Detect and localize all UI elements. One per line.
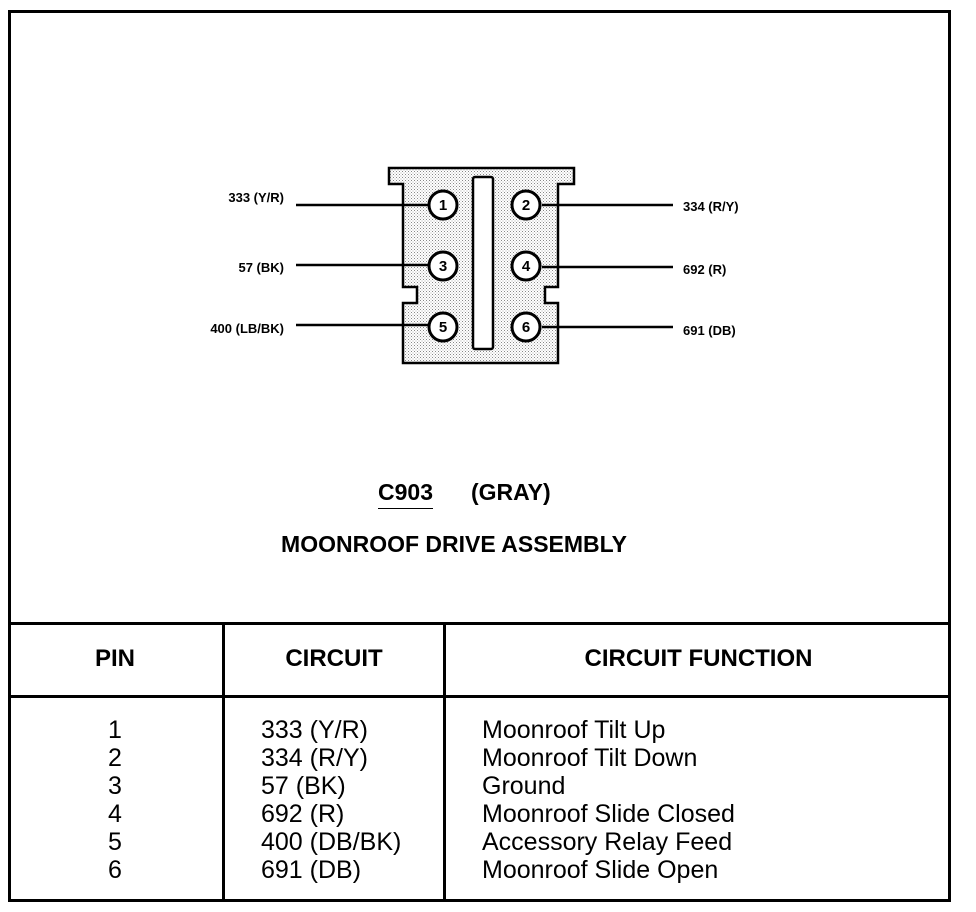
pin-1-circle (427, 189, 459, 221)
circuit-cell: 334 (R/Y) (261, 744, 368, 772)
pin-1-number: 1 (439, 197, 447, 214)
header-circuit-function: CIRCUIT FUNCTION (584, 645, 813, 672)
wire-label-pin-2: 334 (R/Y) (683, 199, 739, 214)
pin-cell: 5 (108, 828, 122, 856)
pin-cell: 4 (108, 800, 122, 828)
pin-3-circle (427, 250, 459, 282)
pin-3-number: 3 (439, 258, 447, 275)
connector-id: C903 (378, 479, 433, 509)
table-col-divider-1 (222, 622, 225, 902)
pin-4-circle (510, 250, 542, 282)
table-col-divider-2 (443, 622, 446, 902)
header-pin: PIN (94, 645, 135, 672)
function-cell: Ground (482, 772, 566, 800)
connector-id-text: C903 (378, 479, 433, 509)
function-cell: Accessory Relay Feed (482, 828, 733, 856)
wire-label-pin-4: 692 (R) (683, 262, 726, 277)
pin-4-number: 4 (522, 258, 531, 275)
pin-cell: 3 (108, 772, 122, 800)
pin-6-circle (510, 311, 542, 343)
function-cell: Moonroof Tilt Up (482, 716, 666, 744)
pin-cell: 1 (108, 716, 122, 744)
header-circuit: CIRCUIT (285, 645, 383, 672)
connector-color: (GRAY) (471, 479, 551, 505)
circuit-cell: 333 (Y/R) (261, 716, 368, 744)
circuit-cell: 692 (R) (261, 800, 345, 828)
function-column: Moonroof Tilt Up Moonroof Tilt Down Grou… (482, 716, 735, 884)
pin-table: PIN CIRCUIT CIRCUIT FUNCTION 1 2 3 4 5 6… (8, 622, 951, 902)
pin-6-number: 6 (522, 319, 530, 336)
pin-column: 1 2 3 4 5 6 (8, 716, 222, 884)
circuit-cell: 691 (DB) (261, 856, 362, 884)
table-header-divider (8, 695, 951, 698)
pin-cell: 2 (108, 744, 122, 772)
circuit-cell: 400 (DB/BK) (261, 828, 402, 856)
pin-5-number: 5 (439, 319, 447, 336)
pin-2-number: 2 (522, 197, 530, 214)
circuit-cell: 57 (BK) (261, 772, 346, 800)
connector-diagram: 1 3 5 2 4 6 333 (Y/R) 57 (BK) 400 (LB/BK… (210, 166, 739, 365)
wire-label-pin-5: 400 (LB/BK) (210, 321, 284, 336)
function-cell: Moonroof Slide Closed (482, 800, 735, 828)
table-top-border (8, 622, 951, 625)
wire-label-pin-6: 691 (DB) (683, 323, 736, 338)
pin-cell: 6 (108, 856, 122, 884)
circuit-column: 333 (Y/R) 334 (R/Y) 57 (BK) 692 (R) 400 … (261, 716, 401, 884)
connector-key-slot (471, 175, 495, 351)
connector-name: MOONROOF DRIVE ASSEMBLY (281, 531, 627, 557)
diagram-frame (8, 10, 951, 902)
pin-5-circle (427, 311, 459, 343)
wire-label-pin-1: 333 (Y/R) (228, 190, 284, 205)
pin-2-circle (510, 189, 542, 221)
wire-label-pin-3: 57 (BK) (238, 260, 284, 275)
function-cell: Moonroof Slide Open (482, 856, 719, 884)
function-cell: Moonroof Tilt Down (482, 744, 698, 772)
